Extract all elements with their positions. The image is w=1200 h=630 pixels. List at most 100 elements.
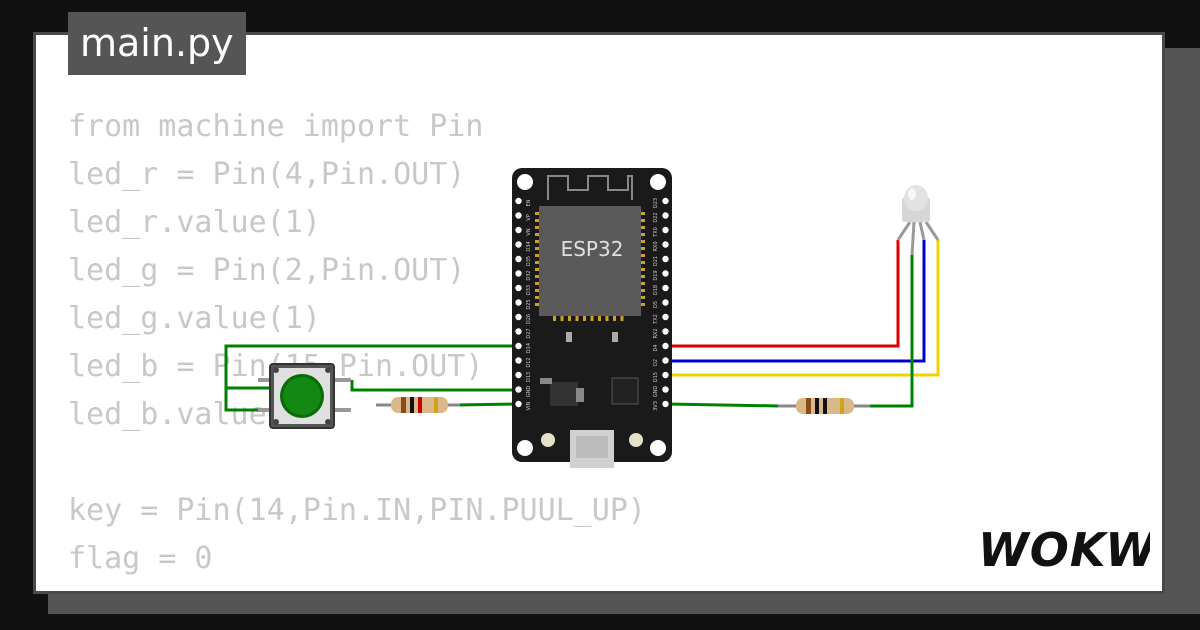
pin-label: D19 bbox=[653, 270, 659, 280]
pin-label: D18 bbox=[653, 285, 659, 295]
pin-label: D35 bbox=[526, 256, 532, 266]
header-pin-left[interactable] bbox=[515, 313, 522, 321]
wire-blue bbox=[667, 240, 926, 363]
chip-pad bbox=[641, 254, 645, 257]
header-pin-right[interactable] bbox=[662, 328, 669, 335]
code-line: led_r = Pin(4,Pin.OUT) bbox=[68, 157, 466, 192]
pin-label: TX0 bbox=[653, 227, 659, 238]
header-pin-left[interactable] bbox=[515, 284, 522, 292]
chip-pad bbox=[575, 316, 579, 321]
code-line: flag = 0 bbox=[68, 541, 213, 576]
pin-label: D12 bbox=[526, 357, 532, 367]
chip-pad bbox=[535, 282, 539, 285]
rgb-led-icon[interactable] bbox=[896, 185, 940, 256]
pin-label: D13 bbox=[526, 372, 532, 382]
pin-label: D33 bbox=[526, 285, 532, 295]
reset-button[interactable] bbox=[541, 433, 555, 447]
chip-pad bbox=[641, 282, 645, 285]
wire-resistor-vin bbox=[455, 402, 518, 407]
wokwi-logo: WOKWi bbox=[978, 526, 1150, 576]
pin-label: D2 bbox=[653, 359, 659, 366]
pin-label: D4 bbox=[653, 344, 659, 351]
pin-label: D32 bbox=[526, 270, 532, 280]
header-pin-right[interactable] bbox=[662, 226, 669, 234]
header-pin-right[interactable] bbox=[662, 342, 669, 350]
chip-pad bbox=[535, 296, 539, 299]
chip-pad bbox=[535, 289, 539, 292]
pin-label: GND bbox=[653, 386, 659, 398]
pin-label: D25 bbox=[526, 299, 532, 309]
pin-label: D34 bbox=[526, 241, 532, 251]
chip-pad bbox=[641, 303, 645, 306]
pin-label: D15 bbox=[653, 372, 659, 382]
header-pin-left[interactable] bbox=[515, 400, 522, 408]
pin-label: GND bbox=[526, 386, 532, 398]
header-pin-left[interactable] bbox=[515, 386, 522, 393]
wire-green bbox=[666, 402, 781, 408]
code-line: from machine import Pin bbox=[68, 109, 484, 144]
header-pin-right[interactable] bbox=[662, 299, 669, 306]
header-pin-left[interactable] bbox=[515, 342, 522, 350]
esp32-board-icon[interactable]: ESP32 ENVPVND34D35D32D33D25D26D27D14D12D… bbox=[512, 168, 672, 468]
header-pin-right[interactable] bbox=[662, 386, 669, 393]
header-pin-right[interactable] bbox=[662, 400, 669, 408]
chip-pad bbox=[641, 247, 645, 250]
chip-pad bbox=[535, 212, 539, 215]
pin-label: VN bbox=[526, 228, 532, 235]
chip-pad bbox=[535, 303, 539, 306]
header-pin-left[interactable] bbox=[515, 357, 522, 364]
chip-pad bbox=[535, 275, 539, 278]
pin-label: D5 bbox=[653, 301, 659, 308]
header-pin-left[interactable] bbox=[515, 212, 522, 219]
code-line: led_g.value(1) bbox=[68, 301, 321, 336]
chip-pad bbox=[535, 261, 539, 264]
chip-pad bbox=[535, 268, 539, 271]
code-line: def fun(key): bbox=[68, 583, 646, 591]
pin-label: D21 bbox=[653, 256, 659, 266]
pin-label: D27 bbox=[526, 328, 532, 338]
wire-green-led bbox=[868, 255, 914, 408]
header-pin-left[interactable] bbox=[515, 197, 522, 205]
header-pin-left[interactable] bbox=[515, 226, 522, 234]
header-pin-left[interactable] bbox=[515, 328, 522, 335]
pin-label: VP bbox=[526, 214, 532, 220]
chip-pad bbox=[641, 289, 645, 292]
wokwi-logo-text: WOKWi bbox=[978, 526, 1150, 576]
header-pin-right[interactable] bbox=[662, 371, 669, 379]
header-pin-left[interactable] bbox=[515, 371, 522, 379]
chip-pad bbox=[605, 316, 609, 321]
chip-pad bbox=[641, 233, 645, 236]
header-pin-right[interactable] bbox=[662, 357, 669, 364]
chip-pad bbox=[641, 261, 645, 264]
code-line: key = Pin(14,Pin.IN,PIN.PUUL_UP) bbox=[68, 493, 646, 528]
header-pin-right[interactable] bbox=[662, 255, 669, 263]
header-pin-right[interactable] bbox=[662, 197, 669, 205]
header-pin-right[interactable] bbox=[662, 284, 669, 292]
header-pin-right[interactable] bbox=[662, 270, 669, 277]
pushbutton-icon[interactable] bbox=[258, 363, 351, 429]
pin-strips bbox=[515, 197, 669, 408]
chip-pad bbox=[598, 316, 601, 321]
wire-button-d14 bbox=[224, 344, 517, 390]
wire-button-gnd bbox=[224, 380, 517, 412]
header-pin-left[interactable] bbox=[515, 241, 522, 248]
chip-pad bbox=[568, 316, 571, 321]
boot-button[interactable] bbox=[629, 433, 643, 447]
header-pin-right[interactable] bbox=[662, 212, 669, 219]
resistor-icon[interactable] bbox=[376, 397, 460, 413]
pin-label: D22 bbox=[653, 212, 659, 222]
chip-pad bbox=[583, 316, 586, 321]
header-pin-left[interactable] bbox=[515, 255, 522, 263]
chip-pad bbox=[560, 316, 564, 321]
header-pin-right[interactable] bbox=[662, 313, 669, 321]
header-pin-left[interactable] bbox=[515, 270, 522, 277]
file-tab[interactable]: main.py bbox=[68, 12, 246, 75]
pin-label: D23 bbox=[653, 198, 659, 208]
pin-label: TX2 bbox=[653, 314, 659, 325]
resistor-icon[interactable] bbox=[778, 398, 870, 414]
chip-pad bbox=[641, 240, 645, 243]
wire-red bbox=[667, 240, 900, 348]
chip-pad bbox=[535, 226, 539, 229]
header-pin-right[interactable] bbox=[662, 241, 669, 248]
header-pin-left[interactable] bbox=[515, 299, 522, 306]
